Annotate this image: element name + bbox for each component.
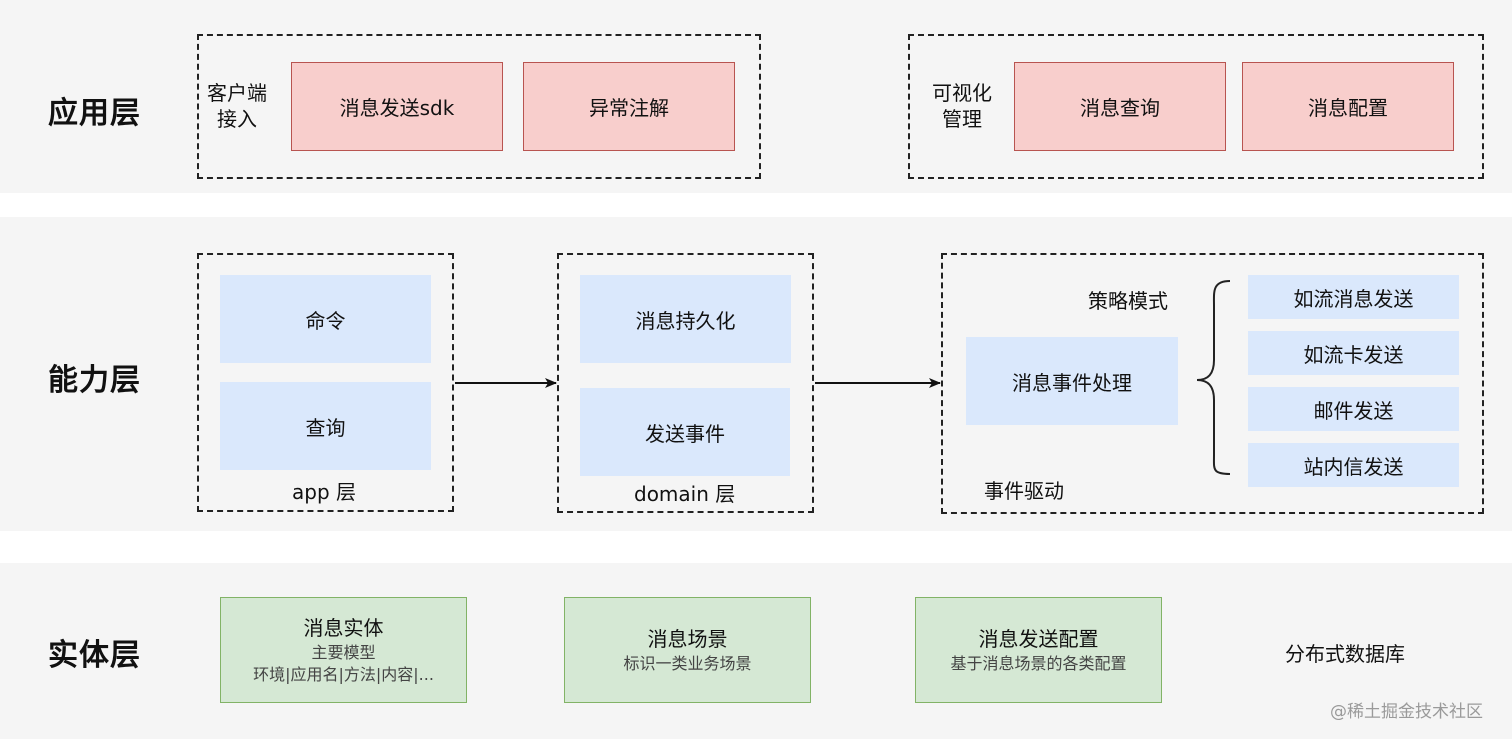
annotation-box: 异常注解: [523, 62, 735, 151]
query-box: 查询: [220, 382, 431, 470]
message-query-box: 消息查询: [1014, 62, 1226, 151]
strategy-brace: [1196, 280, 1231, 475]
sdk-box: 消息发送sdk: [291, 62, 503, 151]
persist-box: 消息持久化: [580, 275, 791, 363]
app-layer-group: [197, 253, 454, 512]
entity-message: 消息实体 主要模型 环境|应用名|方法|内容|...: [220, 597, 467, 703]
entity-layer-title: 实体层: [48, 638, 141, 673]
channel-email: 邮件发送: [1248, 387, 1459, 431]
domain-layer-label: domain 层: [634, 482, 736, 506]
command-box: 命令: [220, 275, 431, 363]
send-event-box: 发送事件: [580, 388, 790, 476]
client-access-label: 客户端 接入: [207, 81, 267, 131]
watermark: @稀土掘金技术社区: [1330, 702, 1483, 722]
entity-send-config: 消息发送配置 基于消息场景的各类配置: [915, 597, 1162, 703]
message-config-box: 消息配置: [1242, 62, 1454, 151]
capability-layer-title: 能力层: [48, 363, 141, 398]
entity-scene: 消息场景 标识一类业务场景: [564, 597, 811, 703]
database-label: 分布式数据库: [1285, 642, 1405, 666]
app-layer-title: 应用层: [48, 96, 141, 131]
visual-manage-group: [908, 34, 1484, 179]
event-driven-group: [941, 253, 1484, 514]
strategy-label: 策略模式: [1088, 289, 1168, 313]
event-driven-label: 事件驱动: [984, 479, 1064, 503]
channel-ruliu-message: 如流消息发送: [1248, 275, 1459, 319]
app-layer-label: app 层: [292, 480, 357, 504]
channel-inbox: 站内信发送: [1248, 443, 1459, 487]
channel-ruliu-card: 如流卡发送: [1248, 331, 1459, 375]
client-access-group: [197, 34, 761, 179]
domain-layer-group: [557, 253, 814, 513]
event-handle-box: 消息事件处理: [966, 337, 1178, 425]
visual-manage-label: 可视化 管理: [932, 81, 992, 131]
